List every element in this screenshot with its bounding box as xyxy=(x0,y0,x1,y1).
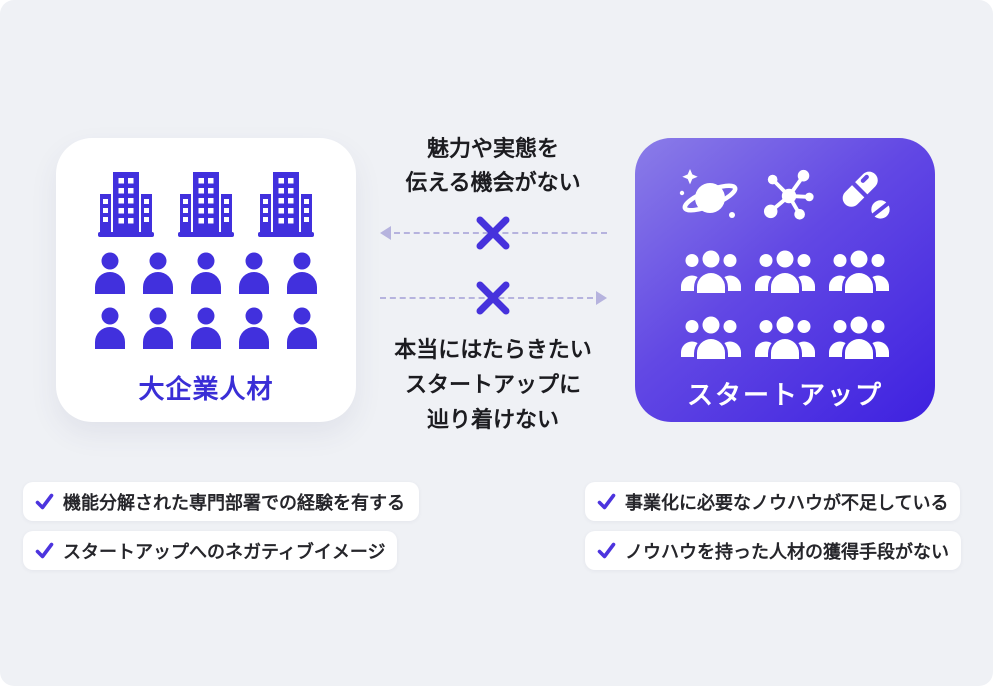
building-icon xyxy=(176,172,236,238)
person-icon xyxy=(93,307,127,349)
note-text: ノウハウを持った人材の獲得手段がない xyxy=(625,541,949,562)
message-line: スタートアップに xyxy=(404,372,581,397)
large-company-card: 大企業人材 xyxy=(56,138,356,422)
dashed-line xyxy=(394,232,607,234)
group-row xyxy=(681,247,889,293)
person-icon xyxy=(141,307,175,349)
person-icon xyxy=(285,252,319,294)
check-icon xyxy=(597,492,616,511)
arrow-to-right xyxy=(380,291,607,305)
startup-label: スタートアップ xyxy=(686,380,883,410)
message-cannot-reach: 本当にはたらきたい スタートアップに 辿り着けない xyxy=(368,332,618,437)
molecule-icon xyxy=(763,167,817,223)
person-icon xyxy=(237,307,271,349)
planet-icon xyxy=(677,167,741,223)
person-icon xyxy=(285,307,319,349)
note-text: スタートアップへのネガティブイメージ xyxy=(63,541,386,562)
people-group-icon xyxy=(829,313,889,359)
note-text: 事業化に必要なノウハウが不足している xyxy=(625,492,949,513)
x-mark-icon xyxy=(474,214,512,252)
check-icon xyxy=(35,492,54,511)
person-row xyxy=(93,252,319,294)
arrowhead-left-icon xyxy=(380,226,391,240)
arrowhead-right-icon xyxy=(596,291,607,305)
message-line: 辿り着けない xyxy=(426,407,559,432)
note-left-2: スタートアップへのネガティブイメージ xyxy=(23,531,397,570)
group-row xyxy=(681,313,889,359)
note-right-1: 事業化に必要なノウハウが不足している xyxy=(585,482,960,521)
message-line: 本当にはたらきたい xyxy=(394,337,592,362)
people-group-icon xyxy=(755,313,815,359)
startup-card: スタートアップ xyxy=(635,138,935,422)
building-icon xyxy=(96,172,156,238)
note-right-2: ノウハウを持った人材の獲得手段がない xyxy=(585,531,961,570)
person-icon xyxy=(141,252,175,294)
person-row xyxy=(93,307,319,349)
check-icon xyxy=(35,541,54,560)
people-group-icon xyxy=(829,247,889,293)
dashed-line xyxy=(380,297,593,299)
note-left-1: 機能分解された専門部署での経験を有する xyxy=(23,482,419,521)
note-text: 機能分解された専門部署での経験を有する xyxy=(63,492,405,513)
center-column: 魅力や実態を 伝える機会がない 本当にはたらきたい スタートアップに 辿り着けな… xyxy=(368,0,618,686)
x-mark-icon xyxy=(474,279,512,317)
building-icon xyxy=(256,172,316,238)
pill-icon xyxy=(839,167,893,223)
message-no-opportunity: 魅力や実態を 伝える機会がない xyxy=(368,132,618,200)
message-line: 伝える機会がない xyxy=(405,170,581,195)
person-icon xyxy=(237,252,271,294)
startup-icon-row xyxy=(677,167,893,223)
people-group-icon xyxy=(681,247,741,293)
person-icon xyxy=(189,252,223,294)
check-icon xyxy=(597,541,616,560)
building-row xyxy=(96,172,316,238)
person-icon xyxy=(189,307,223,349)
large-company-label: 大企業人材 xyxy=(138,374,274,404)
people-group-icon xyxy=(755,247,815,293)
message-line: 魅力や実態を xyxy=(426,136,559,161)
arrow-to-left xyxy=(380,226,607,240)
person-icon xyxy=(93,252,127,294)
people-group-icon xyxy=(681,313,741,359)
